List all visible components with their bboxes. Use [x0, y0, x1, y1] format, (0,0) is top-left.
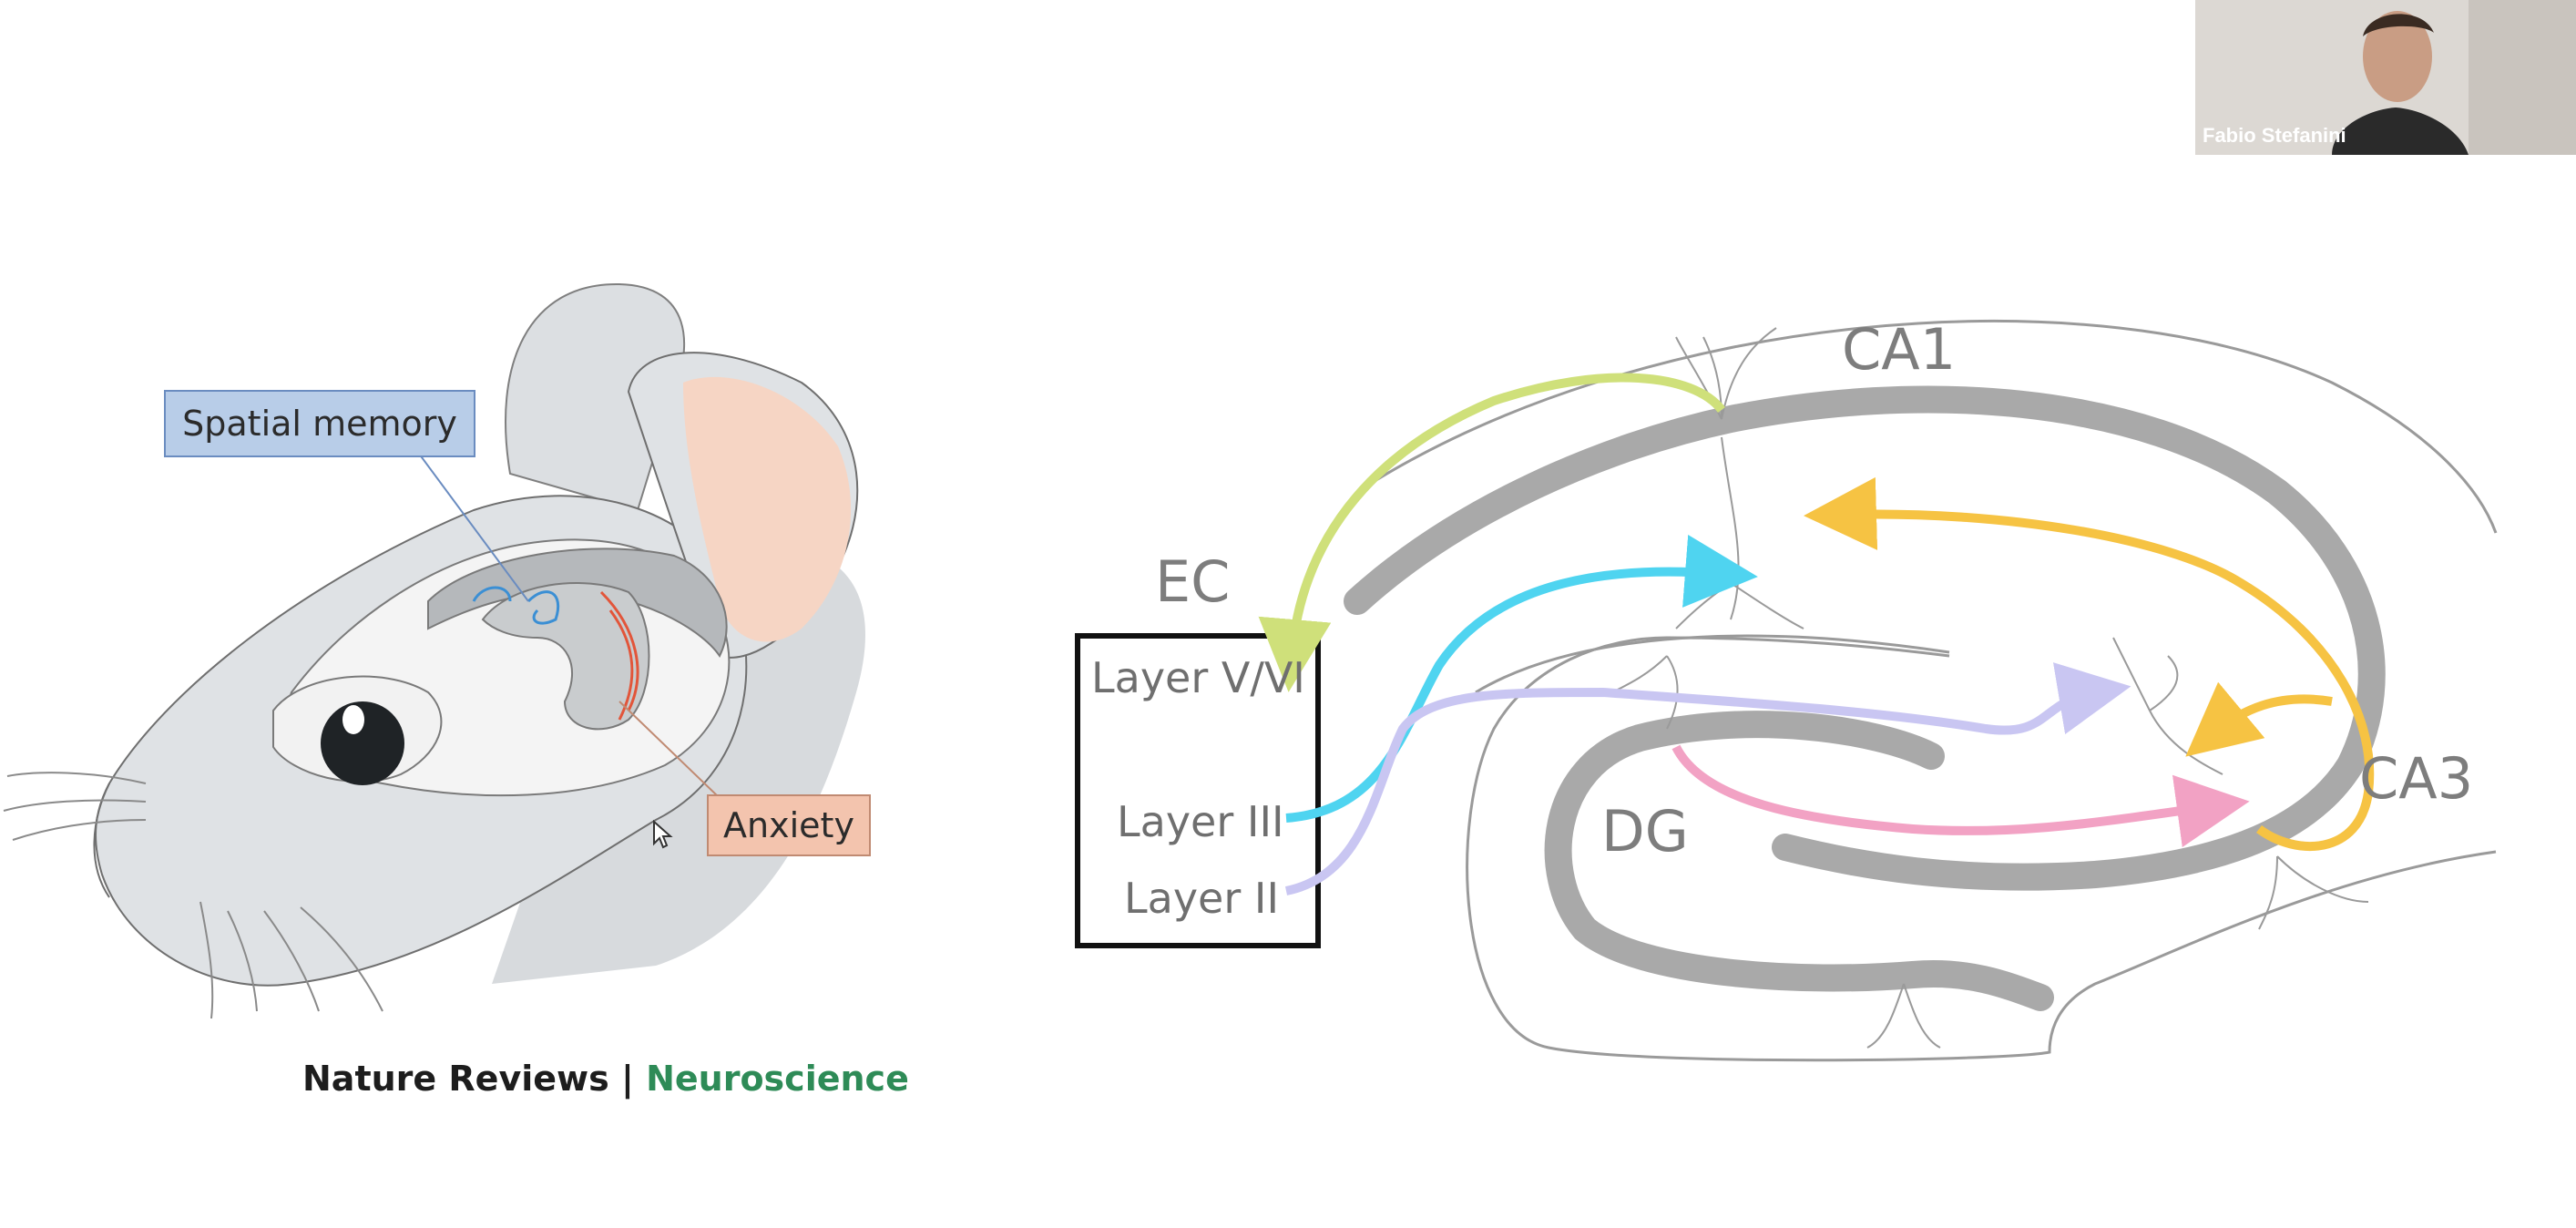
pathway-layer3-ca1 [1285, 535, 1758, 823]
dendrite-trees [1611, 327, 2369, 1049]
participant-name: Fabio Stefanini [2203, 124, 2346, 147]
spatial-memory-leader [418, 453, 529, 602]
anxiety-leader [618, 701, 721, 799]
mouse-eye [321, 701, 404, 785]
credit-journal: Nature Reviews [302, 1059, 609, 1099]
dentate-gyrus-band [1544, 711, 2054, 1011]
pathway-ca3-collaterals [1804, 476, 2375, 851]
dorsal-hippocampus-trace [472, 586, 560, 625]
pathway-dg-ca3 [1671, 744, 2250, 848]
figure-credit: Nature Reviews | Neuroscience [302, 1059, 909, 1099]
credit-field: Neuroscience [646, 1059, 909, 1099]
anxiety-callout: Anxiety [707, 794, 871, 856]
inner-contour [1475, 634, 1950, 694]
label-ca3: CA3 [2359, 745, 2473, 812]
pathway-ca3-recurrent [2185, 681, 2333, 757]
label-layer-3: Layer III [1117, 797, 1284, 846]
pathway-layer5-6-ca1 [1258, 373, 1725, 692]
participant-video-tile[interactable]: Fabio Stefanini [2195, 0, 2576, 155]
label-dg: DG [1601, 798, 1689, 865]
participant-video-frame [2195, 0, 2576, 155]
whiskers [3, 772, 383, 1019]
label-ca1: CA1 [1842, 316, 1956, 383]
outer-contour-bottom [1466, 636, 2497, 1062]
ammon-horn-band [1344, 385, 2386, 891]
mouse-illustration [3, 282, 865, 1019]
spatial-memory-callout: Spatial memory [164, 390, 475, 457]
outer-contour-top [1356, 320, 2498, 534]
hippocampus-shape [481, 582, 650, 731]
credit-separator: | [608, 1059, 647, 1099]
label-ec: EC [1155, 548, 1230, 615]
mouse-nose [93, 783, 110, 898]
pathway-layer2-perforant [1284, 662, 2131, 895]
label-layer-2: Layer II [1124, 874, 1279, 923]
label-layer-5-6: Layer V/VI [1091, 653, 1305, 702]
mouse-eye-highlight [342, 705, 364, 734]
mouse-ear-inner [683, 376, 852, 642]
mouse-pointer-icon [653, 820, 673, 849]
